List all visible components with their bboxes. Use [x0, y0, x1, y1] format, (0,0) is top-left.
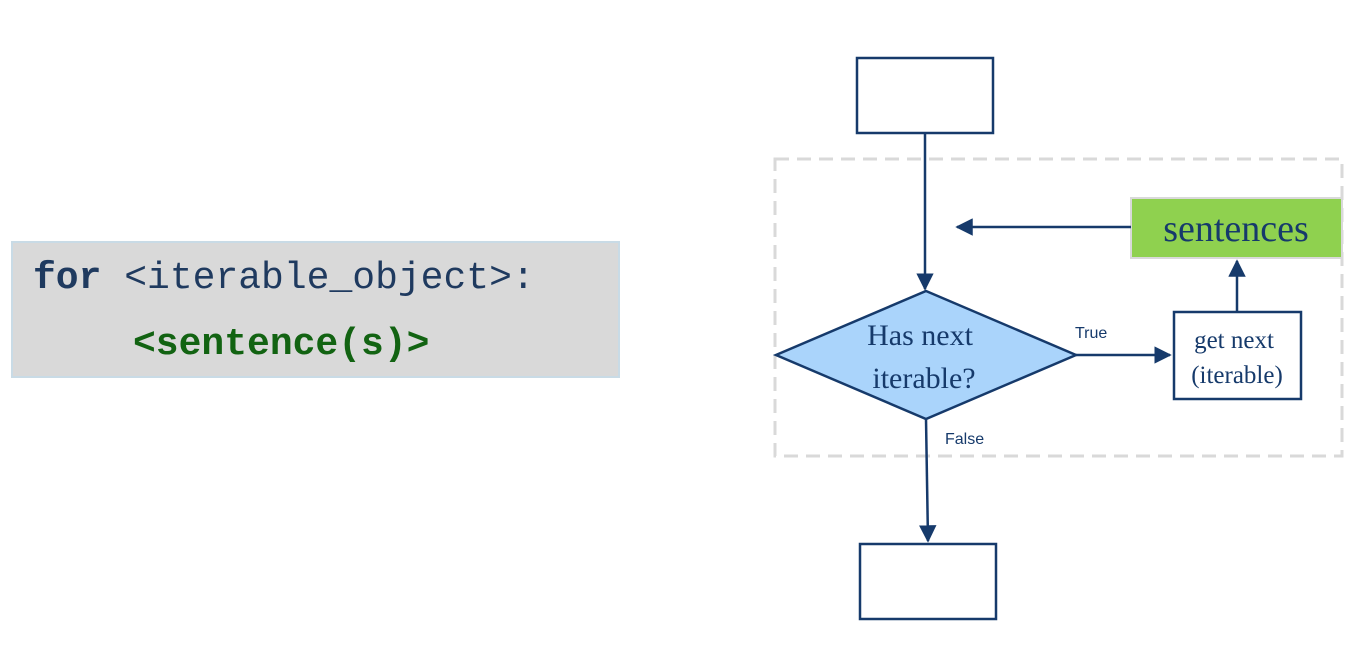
get-next-box	[1172, 310, 1303, 401]
for-keyword: for	[33, 257, 102, 300]
code-snippet-box: for <iterable_object>: <sentence(s)>	[11, 241, 620, 378]
decision-text-line1: Has next	[867, 319, 973, 352]
code-line-body: <sentence(s)>	[133, 325, 429, 365]
arrow-false	[918, 418, 937, 543]
start-box	[855, 56, 995, 135]
get-next-text-line1: get next	[1194, 327, 1274, 354]
sentences-placeholder-text: <sentence(s)>	[133, 323, 430, 366]
sentences-text: sentences	[1163, 208, 1309, 250]
true-label: True	[1075, 325, 1107, 342]
iterable-object-text: <iterable_object>:	[101, 257, 535, 300]
false-label: False	[945, 431, 984, 448]
get-next-text-line2: (iterable)	[1191, 362, 1283, 389]
code-line-for: for <iterable_object>:	[33, 259, 535, 299]
decision-text-line2: iterable?	[872, 362, 975, 395]
decision-diamond	[772, 289, 1080, 421]
end-box	[858, 542, 998, 621]
loop-region-dashed-box	[773, 157, 1344, 458]
